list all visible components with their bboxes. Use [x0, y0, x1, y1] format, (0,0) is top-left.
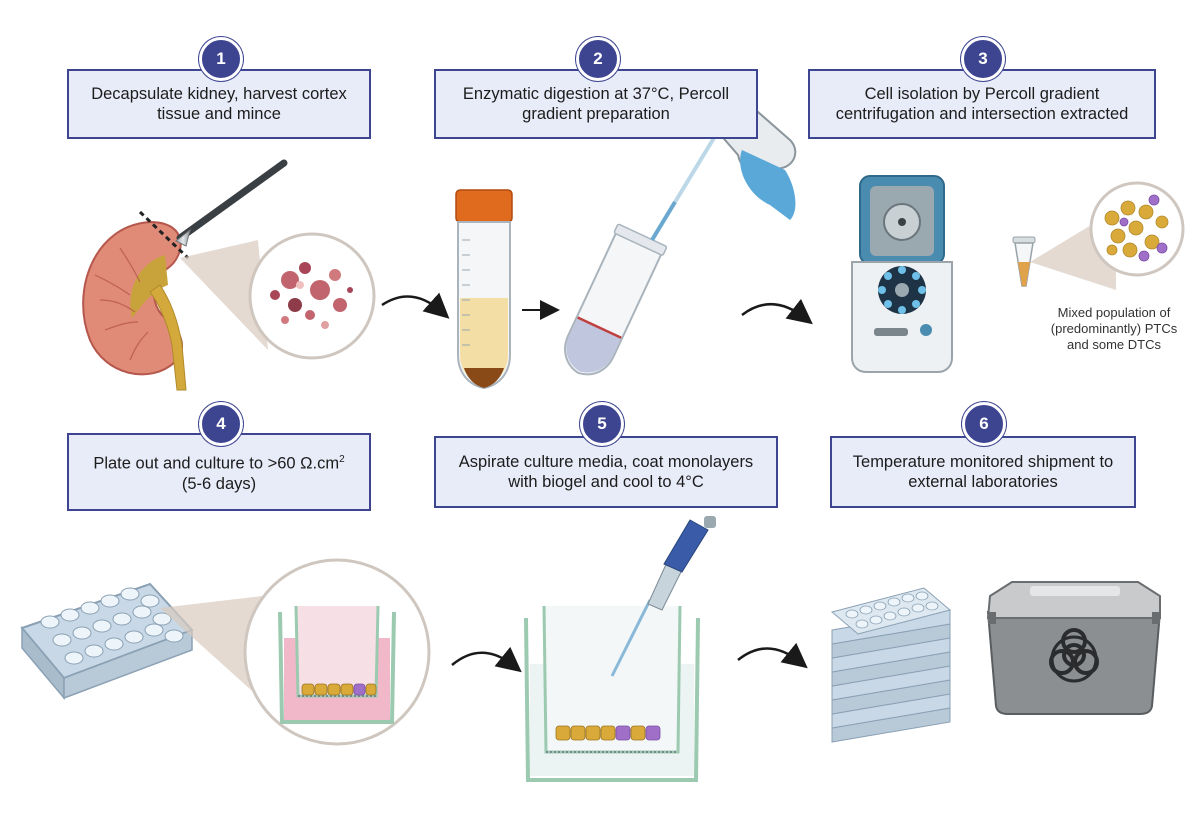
mixed-population-caption: Mixed population of (predominantly) PTCs… — [1050, 305, 1178, 352]
step-5-box: Aspirate culture media, coat monolayers … — [434, 436, 778, 508]
conical-tube-gradient — [564, 223, 668, 376]
step-5-text: Aspirate culture media, coat monolayers … — [458, 453, 754, 491]
micropipette-icon — [610, 516, 716, 677]
conical-tube-digestion — [455, 189, 513, 390]
step-3-text: Cell isolation by Percoll gradient centr… — [835, 85, 1129, 123]
step-3-badge: 3 — [961, 37, 1005, 81]
arrow-1-2 — [381, 292, 450, 319]
step-6-text: Temperature monitored shipment to extern… — [852, 453, 1114, 491]
step-4-text-superscript: 2 — [339, 454, 345, 466]
magnifier-beam-4 — [160, 596, 262, 700]
arrow-5-6 — [737, 642, 808, 669]
transwell-insert — [524, 605, 700, 782]
step-6-box: Temperature monitored shipment to extern… — [830, 436, 1136, 508]
step-6-badge: 6 — [962, 402, 1006, 446]
tissue-magnifier — [248, 232, 376, 360]
scalpel-icon — [175, 159, 288, 247]
step-4-box: Plate out and culture to >60 Ω.cm2 (5-6 … — [67, 433, 371, 511]
microtube-icon — [1012, 236, 1036, 287]
step-4-text-duration: (5-6 days) — [181, 474, 257, 493]
step-4-text-main: Plate out and culture to >60 Ω.cm — [93, 454, 340, 473]
transwell-magnifier — [243, 558, 431, 746]
arrow-2-3 — [741, 298, 813, 325]
step-5-badge: 5 — [580, 402, 624, 446]
biohazard-symbol-icon — [1049, 628, 1099, 683]
magnifier-beam — [180, 240, 268, 350]
step-4-text: Plate out and culture to >60 Ω.cm2 (5-6 … — [93, 450, 344, 494]
step-2-badge: 2 — [576, 37, 620, 81]
step-1-text: Decapsulate kidney, harvest cortex tissu… — [91, 85, 347, 123]
centrifuge-icon — [851, 175, 953, 373]
cell-population-magnifier — [1089, 181, 1185, 277]
biohazard-box-icon — [986, 581, 1162, 715]
step-1-badge: 1 — [199, 37, 243, 81]
arrow-4-5 — [451, 646, 522, 673]
kidney-illustration — [82, 210, 190, 391]
stacked-plates-icon — [830, 587, 952, 743]
well-plate-icon — [20, 582, 194, 701]
step-2-text: Enzymatic digestion at 37°C, Percoll gra… — [462, 85, 730, 123]
step-4-badge: 4 — [199, 402, 243, 446]
